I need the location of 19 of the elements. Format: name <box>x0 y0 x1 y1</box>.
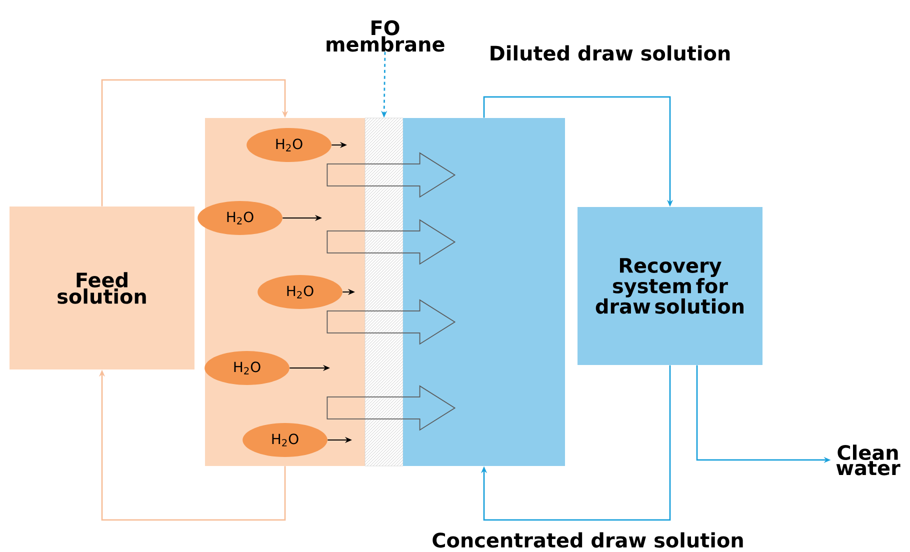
arrow <box>480 365 671 521</box>
water-molecule: H$_{2}$O <box>198 200 282 235</box>
block-arrow <box>326 219 456 265</box>
edge-label: Diluted draw solution <box>488 44 732 62</box>
water-molecule: H$_{2}$O <box>204 350 290 385</box>
draw-chamber <box>403 118 565 466</box>
block-arrow <box>326 152 456 198</box>
edge-label: Concentrated draw solution <box>430 531 746 549</box>
recovery-box: Recovery system for draw solution <box>578 206 762 365</box>
block-arrow <box>326 299 456 345</box>
block-arrow <box>326 385 456 431</box>
arrow <box>101 79 288 206</box>
clean-water-label: Clean water <box>836 444 900 476</box>
feed-box: Feed solution <box>10 206 194 370</box>
water-molecule: H$_{2}$O <box>246 128 332 162</box>
membrane <box>364 118 404 466</box>
water-molecule: H$_{2}$O <box>242 422 328 457</box>
membrane-label: FO membrane <box>326 20 444 52</box>
water-molecule: H$_{2}$O <box>258 274 342 309</box>
